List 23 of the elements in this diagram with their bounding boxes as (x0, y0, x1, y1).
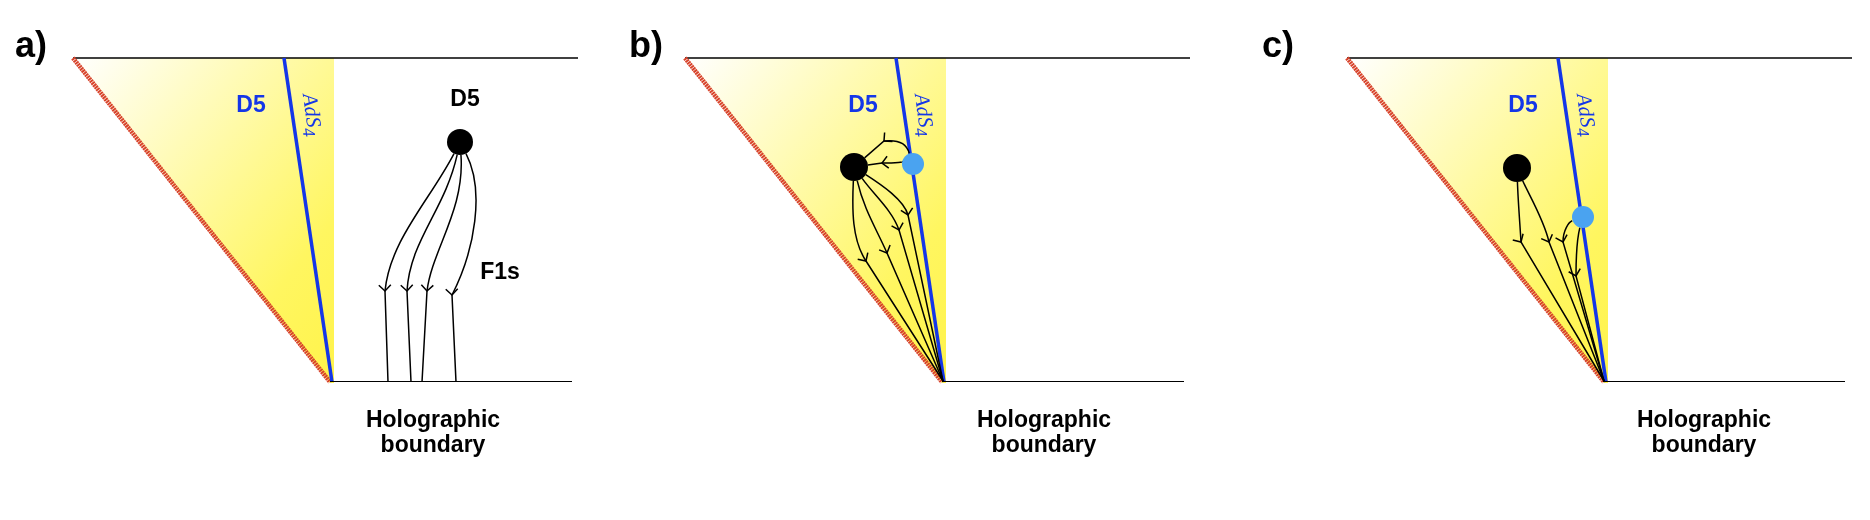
string-arrow (400, 153, 458, 383)
boundary-line (330, 381, 572, 460)
brane-label: D5 (1508, 92, 1538, 118)
string-arrow (867, 155, 904, 169)
string-label: F1s (480, 259, 520, 285)
boundary-label: Holographic boundary (1635, 406, 1773, 458)
brane-label: D5 (848, 92, 878, 118)
string-arrow (445, 152, 477, 383)
boundary-label: Holographic boundary (975, 406, 1113, 458)
string-arrow (1567, 226, 1605, 382)
d5-brane-dot (447, 129, 473, 155)
boundary-line (1603, 381, 1845, 460)
brane-label: D5 (450, 86, 480, 112)
panel-letter: a) (15, 25, 47, 65)
string-arrow (420, 154, 462, 383)
string-arrow (1554, 220, 1605, 382)
panel-letter: b) (629, 25, 663, 65)
boundary-line (942, 381, 1184, 460)
boundary-label: Holographic boundary (364, 406, 502, 458)
string-arrow (863, 131, 911, 159)
string-arrow (378, 152, 455, 383)
panel-letter: c) (1262, 25, 1294, 65)
brane-label: D5 (236, 92, 266, 118)
